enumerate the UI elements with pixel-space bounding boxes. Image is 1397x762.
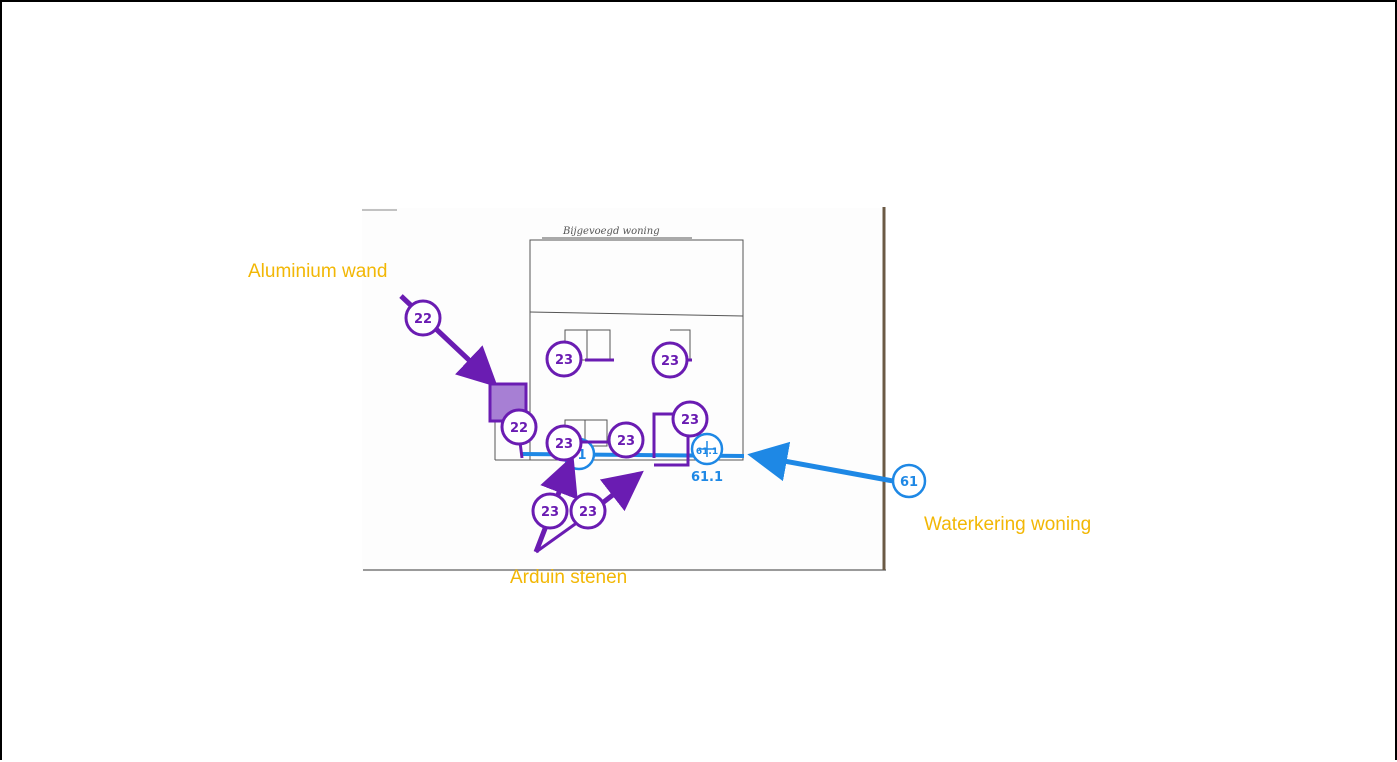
paper [362,208,884,572]
waterkering-arrow [747,441,916,488]
badge-22-low-text: 22 [510,421,528,436]
badge-23-window-right-circle [651,341,689,379]
badge-61-1-text: 61.1 [696,447,718,457]
badge-23-arrow-a-text: 23 [541,505,559,520]
house-sketch: Bijgevoegd woning [494,226,744,461]
badge-23-arrow-a-circle [531,492,569,530]
sketch-title: Bijgevoegd woning [562,226,660,237]
badge-23-arrow-a: 23 [531,492,569,530]
badge-23-step-b-circle [607,421,645,459]
badge-23-step-b-text: 23 [617,434,635,449]
badge-23-step-a-circle [545,424,583,462]
badge-22-top-text: 22 [414,312,432,327]
badge-23-arrow-b-text: 23 [579,505,597,520]
badge-61: 61 [891,463,927,499]
badge-1-text: 1 [577,448,586,463]
badge-61-text: 61 [900,475,918,490]
badge-23-door-circle [671,400,709,438]
badge-23-window-right: 23 [651,341,689,379]
badge-23-step-a-text: 23 [555,437,573,452]
badge-22-low: 22 [500,408,538,446]
floor-line-upper [529,311,744,317]
badge-23-arrow-b-circle [569,492,607,530]
badge-22-low-circle [500,408,538,446]
badge-23-door: 23 [671,400,709,438]
badge-22-top-circle [404,299,442,337]
label-arduin-stenen: Arduin stenen [510,567,627,588]
badge-23-arrow-b: 23 [569,492,607,530]
badge-61-1-label: 61.1 [691,470,723,485]
arduin-arrow-join [535,520,579,554]
purple-annotations: 22 22 23 23 23 23 23 23 [399,294,709,554]
badge-23-step-a: 23 [545,424,583,462]
badge-22-top: 22 [404,299,442,337]
badge-23-window-right-text: 23 [661,354,679,369]
label-waterkering-woning: Waterkering woning [924,514,1091,535]
text-labels: Aluminium wand Arduin stenen Waterkering… [248,261,1091,588]
badge-61-circle [891,463,927,499]
window-upper-right [670,329,691,360]
badge-23-window-left-circle [545,340,583,378]
scanned-sheet [362,207,886,572]
badge-23-window-left-text: 23 [555,353,573,368]
label-aluminium-wand: Aluminium wand [248,261,387,282]
badge-61-1: 61.1 [690,432,724,466]
badge-23-door-text: 23 [681,413,699,428]
badge-23-window-left: 23 [545,340,583,378]
badge-23-step-b: 23 [607,421,645,459]
